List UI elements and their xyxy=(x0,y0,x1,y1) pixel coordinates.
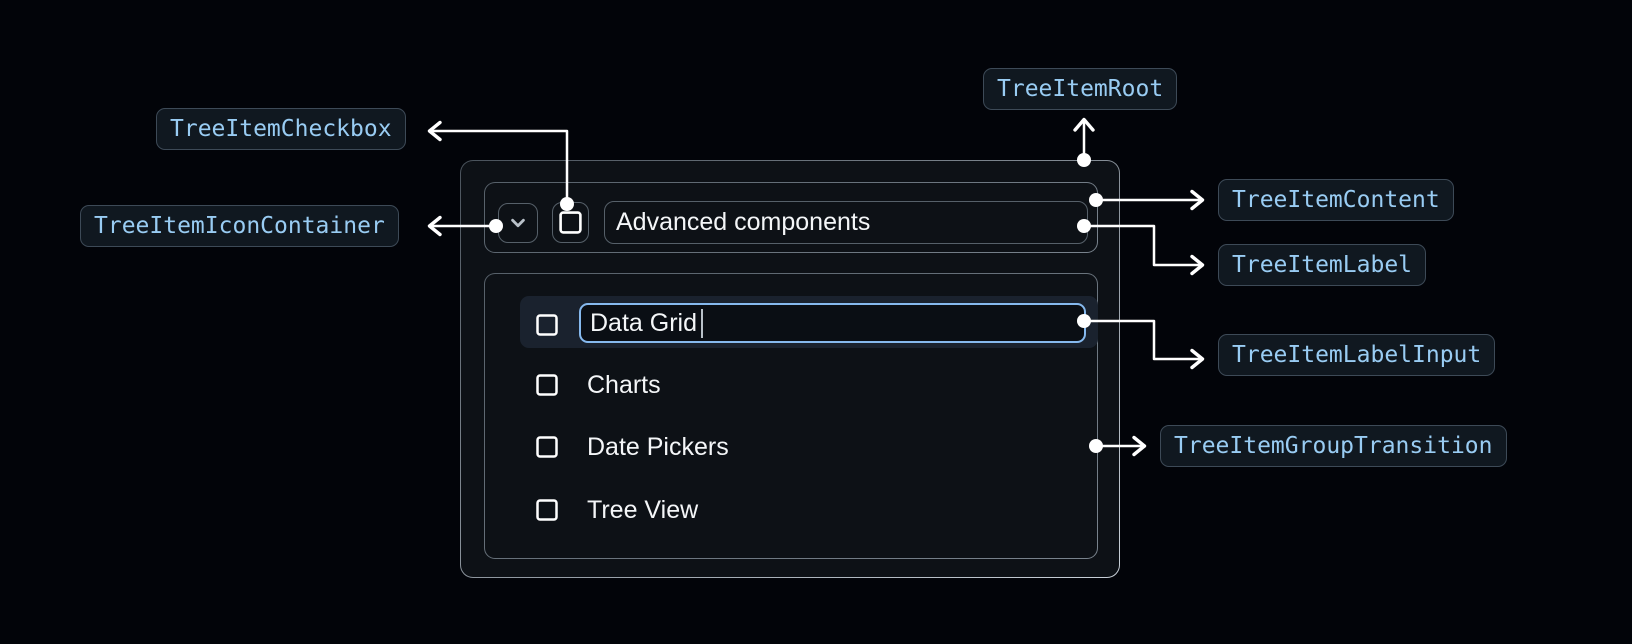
checkbox-unchecked-icon[interactable] xyxy=(535,435,559,459)
annotation-tree-item-checkbox: TreeItemCheckbox xyxy=(156,108,406,150)
tree-item-date-pickers[interactable]: Date Pickers xyxy=(520,421,1098,473)
annotation-tree-item-label-input: TreeItemLabelInput xyxy=(1218,334,1496,376)
checkbox-unchecked-icon[interactable] xyxy=(535,498,559,522)
tree-item-content[interactable]: Advanced components xyxy=(484,182,1098,253)
annotation-tree-item-content: TreeItemContent xyxy=(1218,179,1454,221)
tree-item-label: Date Pickers xyxy=(587,433,729,461)
tree-item-charts[interactable]: Charts xyxy=(520,359,1098,411)
chevron-down-icon xyxy=(511,218,525,228)
annotation-tree-item-icon-container: TreeItemIconContainer xyxy=(80,205,399,247)
label-input-value: Data Grid xyxy=(590,308,697,337)
annotation-tree-item-label: TreeItemLabel xyxy=(1218,244,1427,286)
tree-item-checkbox[interactable] xyxy=(552,202,589,243)
parent-item-label: Advanced components xyxy=(616,208,871,236)
checkbox-unchecked-icon[interactable] xyxy=(535,373,559,397)
tree-item-data-grid[interactable]: Data Grid xyxy=(520,296,1098,348)
tree-item-icon-container[interactable] xyxy=(498,203,538,243)
tree-item-tree-view[interactable]: Tree View xyxy=(520,484,1098,536)
tree-item-label: Advanced components xyxy=(604,201,1088,244)
checkbox-unchecked-icon[interactable] xyxy=(535,313,559,337)
annotation-tree-item-root: TreeItemRoot xyxy=(983,68,1178,110)
tree-item-label: Tree View xyxy=(587,496,699,524)
tree-item-label-input[interactable]: Data Grid xyxy=(579,303,1086,343)
text-cursor xyxy=(700,308,704,338)
tree-item-group-transition: Data Grid Charts Date Pickers xyxy=(484,273,1098,559)
annotation-tree-item-group-transition: TreeItemGroupTransition xyxy=(1160,425,1507,467)
checkbox-unchecked-icon xyxy=(559,211,582,234)
tree-item-root: Advanced components Data Grid Charts xyxy=(460,160,1120,578)
tree-item-label: Charts xyxy=(587,371,661,399)
